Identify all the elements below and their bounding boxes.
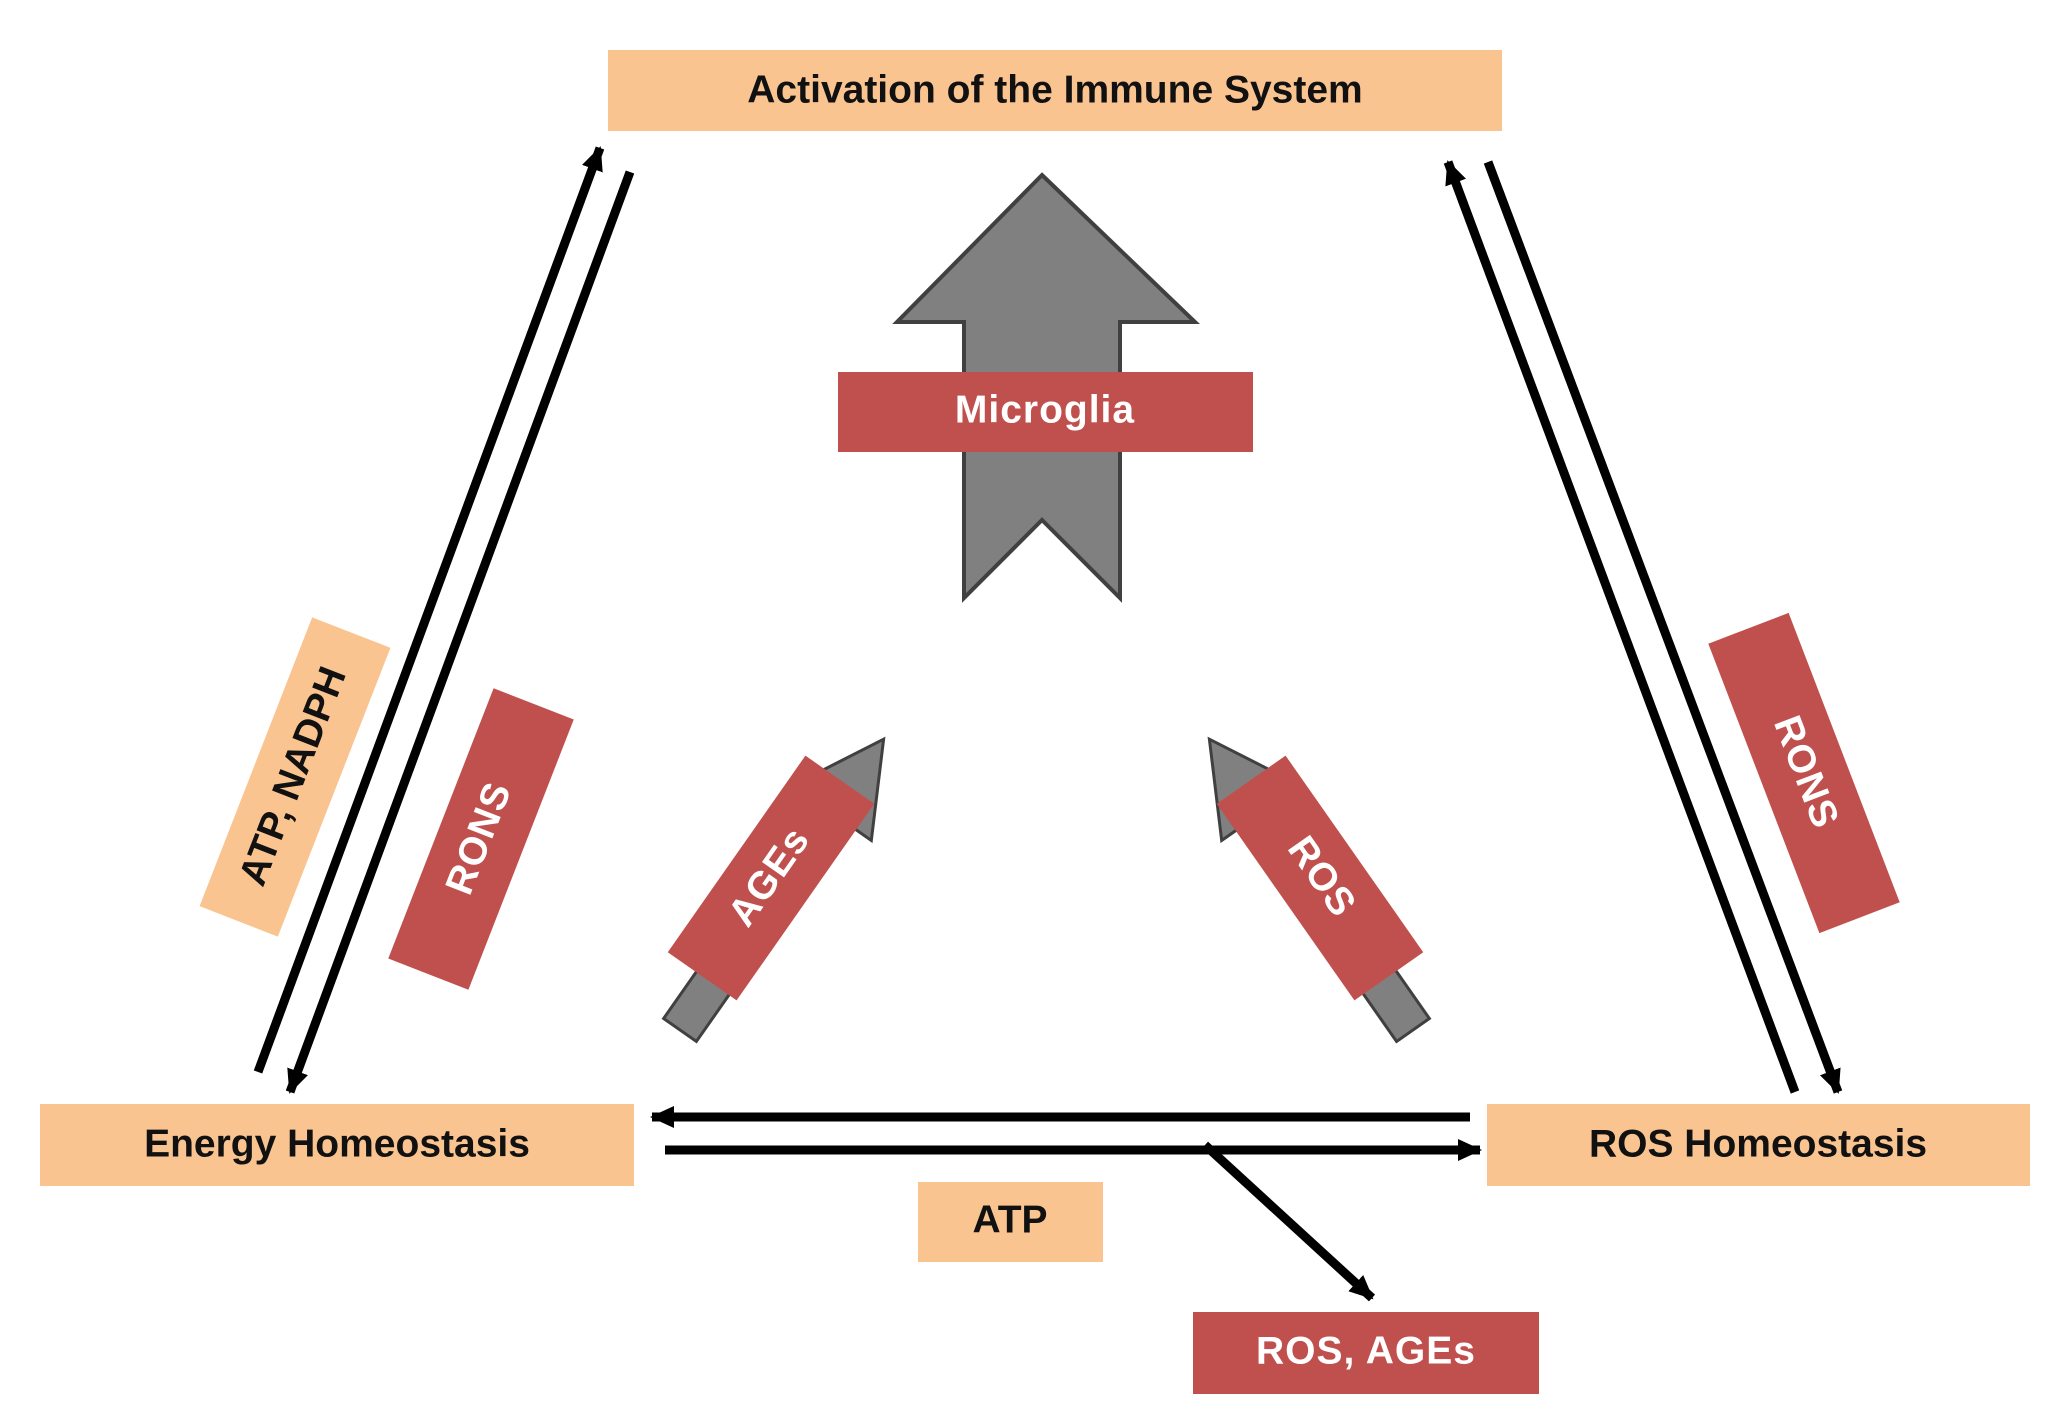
energy-to-immune-arrow [253,146,605,1074]
microglia-label: Microglia [955,388,1135,431]
node-ros-homeostasis-label: ROS Homeostasis [1589,1122,1927,1165]
atp-label: ATP [972,1198,1047,1241]
rons-right-label-box: RONS [1708,612,1900,934]
node-immune-activation: Activation of the Immune System [608,50,1502,131]
ros-ages-label-box: ROS, AGEs [1193,1312,1539,1394]
ros-to-immune-arrow [1443,160,1800,1094]
node-energy-label: Energy Homeostasis [144,1122,530,1165]
ros-ages-label: ROS, AGEs [1256,1329,1476,1372]
microglia-label-box: Microglia [838,372,1253,452]
ros-label-box: ROS [1216,755,1424,1001]
rons-left-label-box: RONS [388,688,574,990]
node-energy-homeostasis: Energy Homeostasis [40,1104,634,1186]
immune-to-energy-arrow [285,170,635,1094]
ages-label-box: AGEs [667,755,875,1001]
immune-to-ros-arrow [1483,160,1843,1094]
node-immune-label: Activation of the Immune System [747,68,1362,111]
atp-label-box: ATP [918,1182,1103,1262]
byproduct-arrow [1201,1141,1376,1302]
node-ros-homeostasis: ROS Homeostasis [1487,1104,2030,1186]
